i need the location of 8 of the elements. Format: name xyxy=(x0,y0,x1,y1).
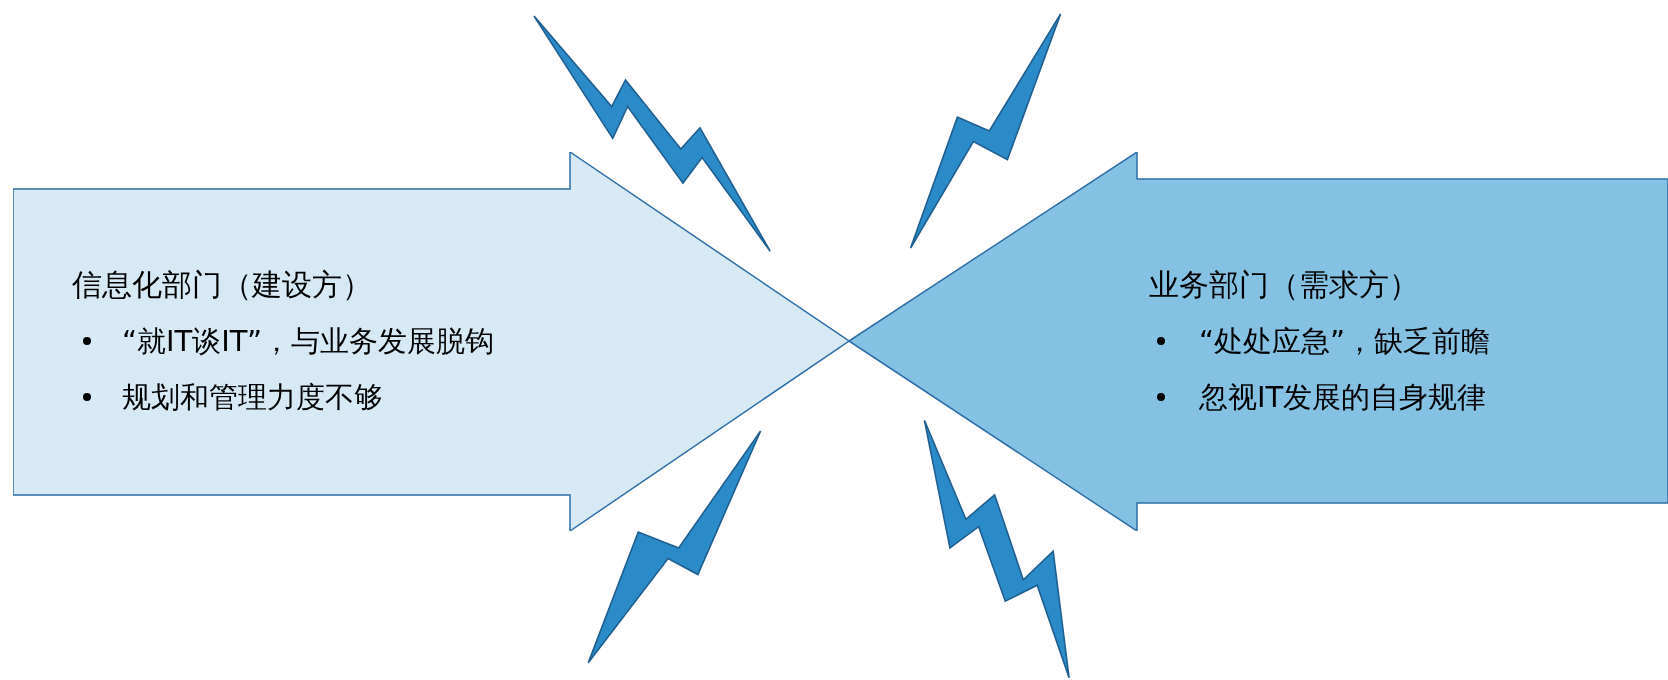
block-arrow xyxy=(13,152,849,531)
bullet-text: 规划和管理力度不够 xyxy=(122,382,383,412)
bullet-text: “处处应急”，缺乏前瞻 xyxy=(1199,326,1491,356)
heading-text: 业务部门（需求方） xyxy=(1149,270,1419,300)
block-arrow xyxy=(849,152,1668,531)
heading-text: 信息化部门（建设方） xyxy=(72,270,372,300)
bullet-text: 忽视IT发展的自身规律 xyxy=(1199,382,1487,412)
bullet-text: “就IT谈IT”，与业务发展脱钩 xyxy=(122,326,494,356)
